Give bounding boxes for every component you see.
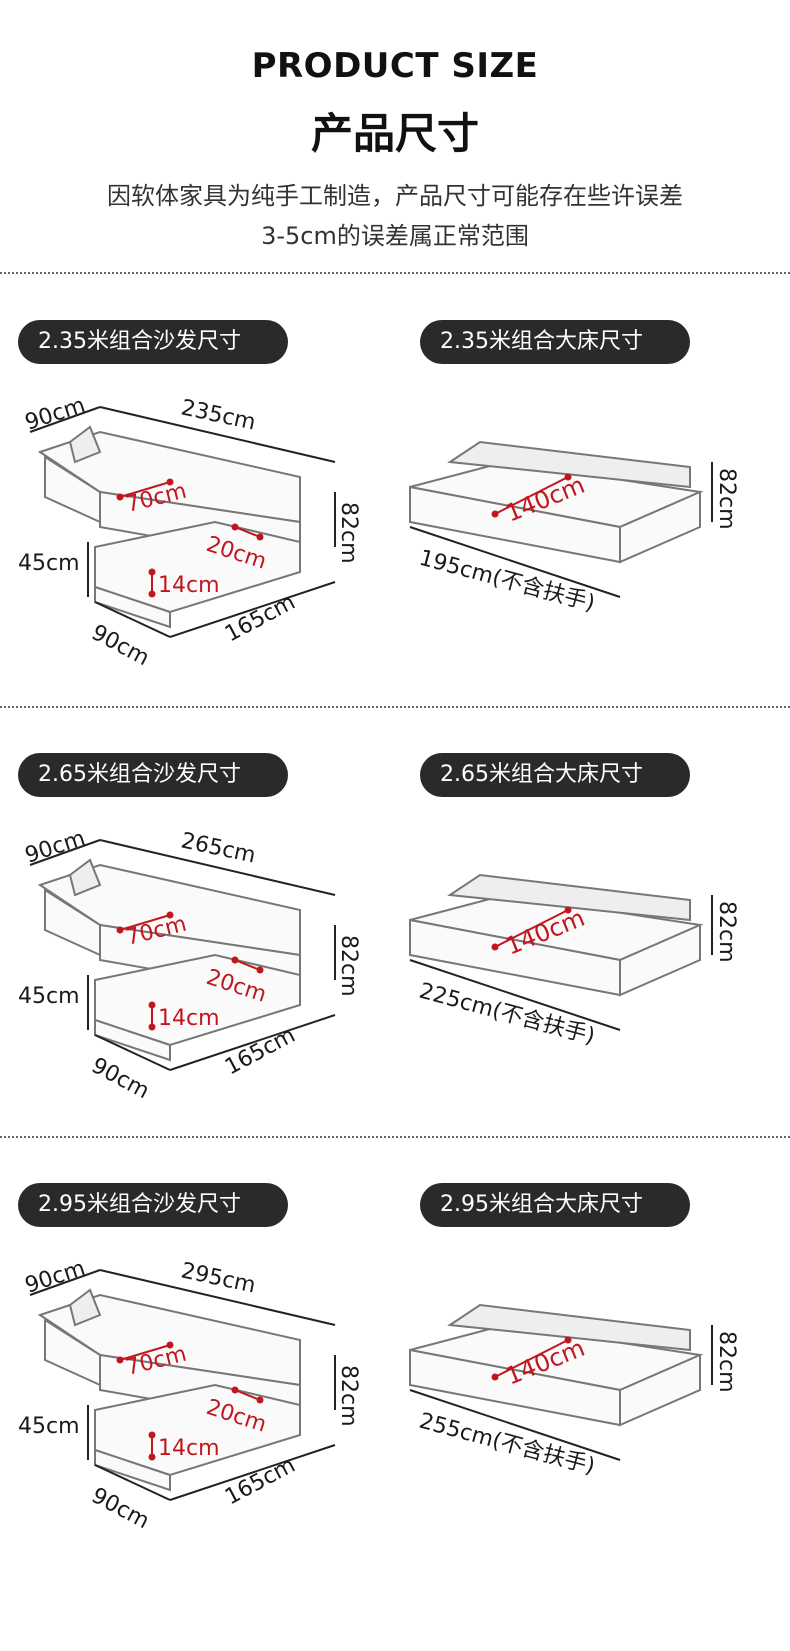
sofa-size-label: 2.95米组合沙发尺寸: [18, 1183, 288, 1227]
seat-height-label: 45cm: [18, 551, 80, 576]
sofa-height-label: 82cm: [336, 502, 361, 564]
sofa-depth-label: 90cm: [22, 1256, 88, 1299]
title-cn: 产品尺寸: [310, 109, 479, 158]
cushion-thickness-label: 14cm: [158, 1436, 220, 1461]
chaise-width-label: 90cm: [87, 1053, 153, 1104]
sofa-depth-label: 90cm: [22, 393, 88, 436]
seat-height-label: 45cm: [18, 984, 80, 1009]
sofa-illustration: [37, 858, 301, 1062]
cushion-thickness-label: 14cm: [158, 1006, 220, 1031]
sofa-illustration: [37, 425, 301, 629]
sofa-bed-diagram: 90cm 235cm 82cm 70cm 20cm 45cm 14cm 90cm…: [18, 393, 739, 671]
chaise-length-label: 165cm: [221, 590, 299, 648]
header: PRODUCT SIZE 产品尺寸 因软体家具为纯手工制造，产品尺寸可能存在些许…: [0, 0, 790, 260]
bed-size-label: 2.65米组合大床尺寸: [420, 753, 690, 797]
size-section-1: 2.35米组合沙发尺寸 2.35米组合大床尺寸: [0, 282, 790, 712]
sofa-bed-diagram: 90cm 295cm 82cm 70cm 20cm 45cm 14cm 90cm…: [18, 1256, 739, 1534]
sofa-bed-diagram: 90cm 265cm 82cm 70cm 20cm 45cm 14cm 90cm…: [18, 826, 739, 1104]
tolerance-note-line2: 3-5cm的误差属正常范围: [261, 222, 529, 250]
bed-size-label: 2.95米组合大床尺寸: [420, 1183, 690, 1227]
sofa-length-label: 265cm: [179, 828, 258, 868]
tolerance-note-line1: 因软体家具为纯手工制造，产品尺寸可能存在些许误差: [107, 182, 683, 210]
bed-height-label: 82cm: [714, 1331, 739, 1393]
sofa-size-label: 2.65米组合沙发尺寸: [18, 753, 288, 797]
bed-height-label: 82cm: [714, 468, 739, 530]
chaise-width-label: 90cm: [87, 1483, 153, 1534]
chaise-length-label: 165cm: [221, 1453, 299, 1511]
bed-height-label: 82cm: [714, 901, 739, 963]
bed-illustration: [409, 1303, 704, 1427]
divider: [0, 272, 790, 274]
size-section-3: 2.95米组合沙发尺寸 2.95米组合大床尺寸 9: [0, 1145, 790, 1575]
seat-height-label: 45cm: [18, 1414, 80, 1439]
sofa-height-label: 82cm: [336, 1365, 361, 1427]
size-section-2: 2.65米组合沙发尺寸 2.65米组合大床尺寸 9: [0, 715, 790, 1145]
title-en: PRODUCT SIZE: [251, 46, 539, 86]
bed-size-label: 2.35米组合大床尺寸: [420, 320, 690, 364]
bed-illustration: [409, 440, 704, 564]
chaise-width-label: 90cm: [87, 620, 153, 671]
sofa-illustration: [37, 1288, 301, 1492]
sofa-height-label: 82cm: [336, 935, 361, 997]
sofa-depth-label: 90cm: [22, 826, 88, 869]
chaise-length-label: 165cm: [221, 1023, 299, 1081]
bed-illustration: [409, 873, 704, 997]
sofa-length-label: 235cm: [179, 395, 258, 435]
sofa-length-label: 295cm: [179, 1258, 258, 1298]
cushion-thickness-label: 14cm: [158, 573, 220, 598]
sofa-size-label: 2.35米组合沙发尺寸: [18, 320, 288, 364]
divider: [0, 1136, 790, 1138]
divider: [0, 706, 790, 708]
